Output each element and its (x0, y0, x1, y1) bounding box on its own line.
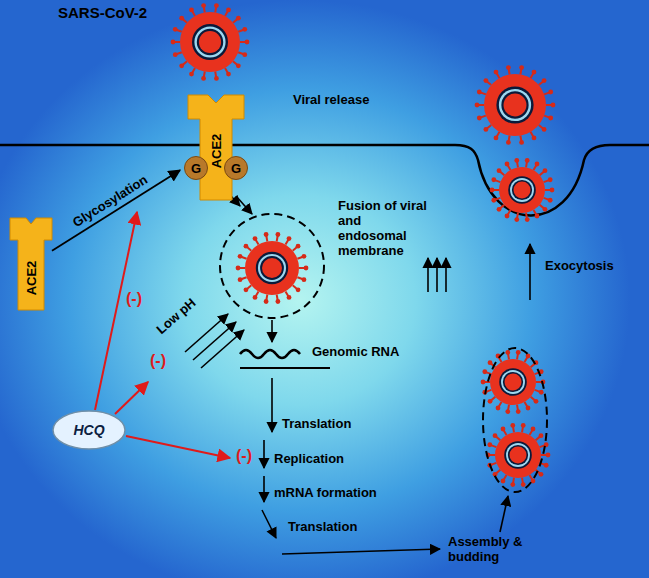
drug-pill: HCQ (52, 410, 126, 450)
edge-label: Glycosylation (70, 172, 150, 230)
annotation-text: Low pH (153, 295, 198, 337)
virus-particles (171, 3, 556, 487)
glycan-circle: G (184, 156, 208, 180)
vesicle (483, 348, 547, 492)
ace2-receptor: ACE2 (10, 218, 52, 310)
node-label: G (231, 161, 241, 176)
annotation-text: SARS-CoV-2 (58, 5, 147, 20)
annotation-text: Exocytosis (545, 258, 614, 273)
glycan-circle: G (224, 156, 248, 180)
rna-strand (240, 367, 330, 369)
annotation-text: Replication (274, 451, 344, 466)
annotation-text: Translation (288, 519, 357, 534)
annotation-text: Viral release (293, 92, 369, 107)
annotation-text: Assembly & budding (448, 534, 536, 564)
endosome (220, 214, 324, 318)
annotation-text: Fusion of viral and endosomal membrane (338, 198, 430, 258)
node-label: ACE2 (209, 134, 224, 169)
genomic-rna (240, 350, 300, 358)
connector-arrow (52, 170, 180, 251)
node-label: ACE2 (24, 261, 39, 296)
annotation-text: Genomic RNA (312, 344, 399, 359)
node-label: G (191, 161, 201, 176)
annotation-text: mRNA formation (274, 485, 377, 500)
ace2-receptor: ACE2G G (180, 95, 252, 200)
inhibition-sign: (-) (150, 352, 166, 370)
annotation-text: Translation (282, 416, 351, 431)
inhibition-sign: (-) (126, 290, 142, 308)
inhibition-sign: (-) (236, 447, 252, 465)
node-label: HCQ (73, 423, 104, 438)
pathway-arrows (185, 186, 530, 554)
